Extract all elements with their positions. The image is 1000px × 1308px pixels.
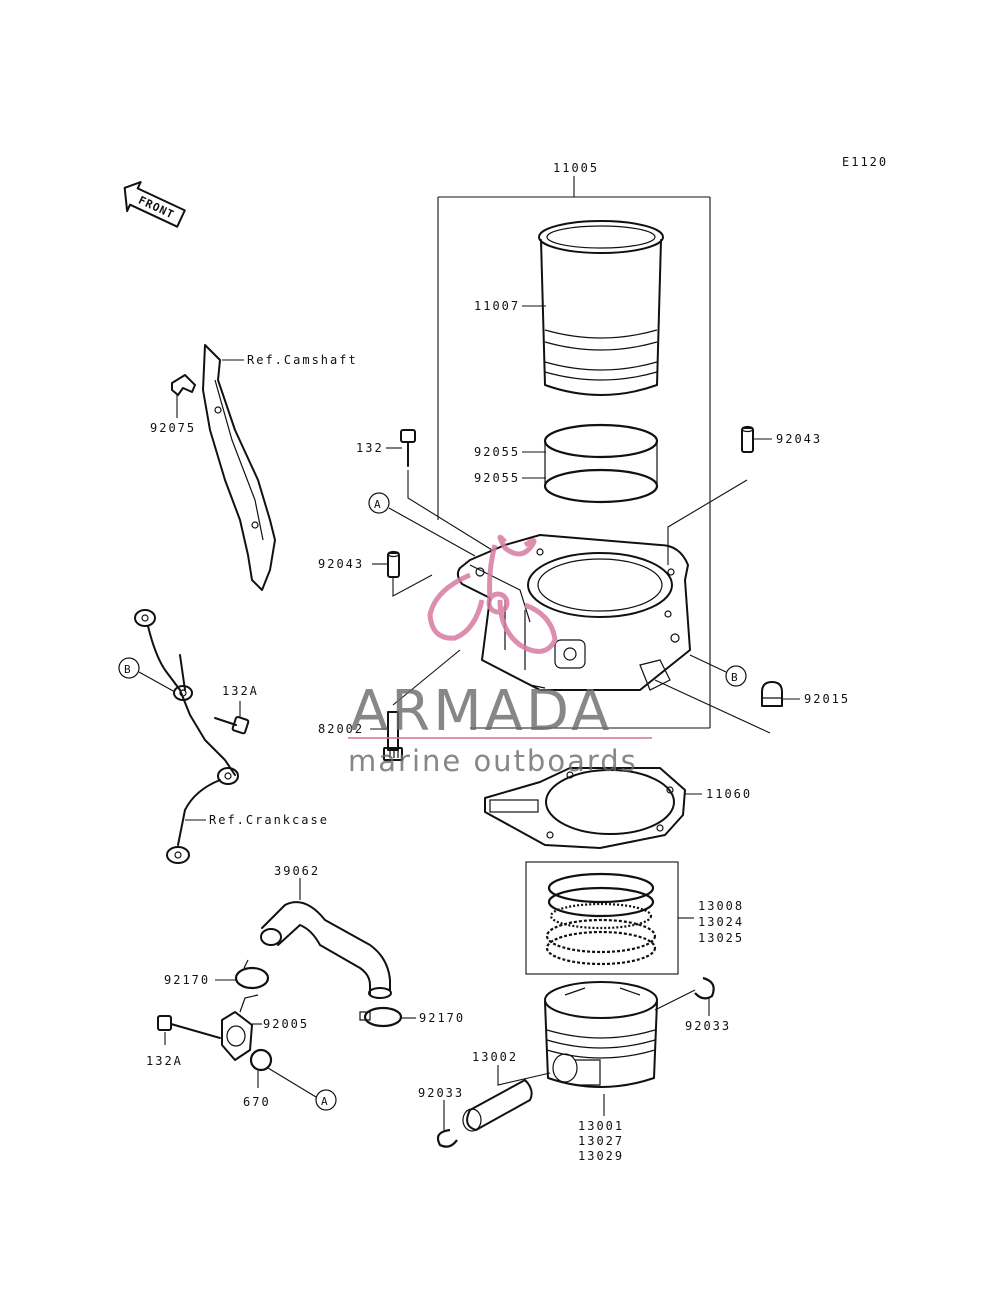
label-92043-right: 92043	[776, 432, 822, 446]
label-92170-right: 92170	[419, 1011, 465, 1025]
dowel-pin-left	[387, 550, 400, 578]
bolt-132a-lower	[157, 1015, 221, 1039]
bolt-132a-upper	[214, 716, 250, 735]
label-92055-lower: 92055	[474, 471, 520, 485]
o-rings	[543, 423, 659, 504]
watermark-brand: ARMADA	[350, 679, 612, 744]
label-ref-camshaft: Ref.Camshaft	[247, 353, 358, 367]
label-13025: 13025	[698, 931, 744, 945]
label-92033-left: 92033	[418, 1086, 464, 1100]
piston	[544, 981, 658, 1088]
label-13001: 13001	[578, 1119, 624, 1133]
svg-text:A: A	[374, 498, 381, 511]
label-92055-upper: 92055	[474, 445, 520, 459]
label-92033-right: 92033	[685, 1019, 731, 1033]
hose-clamp-lower	[359, 1006, 403, 1028]
clip-92075	[171, 374, 196, 396]
water-fitting	[221, 994, 259, 1061]
label-13024: 13024	[698, 915, 744, 929]
label-11005: 11005	[553, 161, 599, 175]
base-gasket	[484, 767, 686, 849]
watermark-tagline: marine outboards	[348, 744, 638, 778]
piston-pin	[462, 1079, 533, 1132]
label-92015: 92015	[804, 692, 850, 706]
label-670: 670	[243, 1095, 271, 1109]
cylinder-assembly-bracket	[437, 176, 711, 729]
dowel-pin-right	[741, 425, 754, 453]
label-13029: 13029	[578, 1149, 624, 1163]
marker-b-left: B	[118, 657, 140, 679]
cylinder-block	[456, 534, 691, 691]
cam-chain-guide	[202, 344, 276, 591]
front-arrow-icon: FRONT	[123, 181, 186, 228]
o-ring-670	[249, 1048, 273, 1072]
label-132a-lower: 132A	[146, 1054, 183, 1068]
label-132: 132	[356, 441, 384, 455]
svg-text:A: A	[321, 1095, 328, 1108]
piston-rings	[545, 872, 657, 966]
marker-b-right: B	[725, 665, 747, 687]
label-39062: 39062	[274, 864, 320, 878]
bolt-132	[400, 429, 416, 467]
hose-clamp-upper	[234, 959, 270, 990]
oil-pipe	[134, 609, 239, 864]
label-82002: 82002	[318, 722, 364, 736]
piston-rings-box	[525, 861, 679, 975]
coolant-hose	[260, 901, 392, 999]
svg-text:B: B	[124, 663, 131, 676]
svg-text:B: B	[731, 671, 738, 684]
cylinder-sleeve	[538, 220, 664, 396]
label-11007: 11007	[474, 299, 520, 313]
label-13008: 13008	[698, 899, 744, 913]
stud-bolt	[383, 711, 403, 761]
label-ref-crankcase: Ref.Crankcase	[209, 813, 329, 827]
label-11060: 11060	[706, 787, 752, 801]
label-13002: 13002	[472, 1050, 518, 1064]
cap-nut	[761, 681, 783, 707]
marker-a-lower: A	[315, 1089, 337, 1111]
label-132a-upper: 132A	[222, 684, 259, 698]
diagram-code: E1120	[842, 155, 888, 169]
armada-watermark: ARMADA marine outboards	[348, 534, 652, 778]
label-92005: 92005	[263, 1017, 309, 1031]
label-92170-left: 92170	[164, 973, 210, 987]
circlip-left	[436, 1128, 458, 1148]
label-92043-left: 92043	[318, 557, 364, 571]
armada-logo-icon	[427, 534, 558, 654]
marker-a-upper: A	[368, 492, 390, 514]
label-92075: 92075	[150, 421, 196, 435]
circlip-right	[694, 976, 715, 1000]
label-13027: 13027	[578, 1134, 624, 1148]
